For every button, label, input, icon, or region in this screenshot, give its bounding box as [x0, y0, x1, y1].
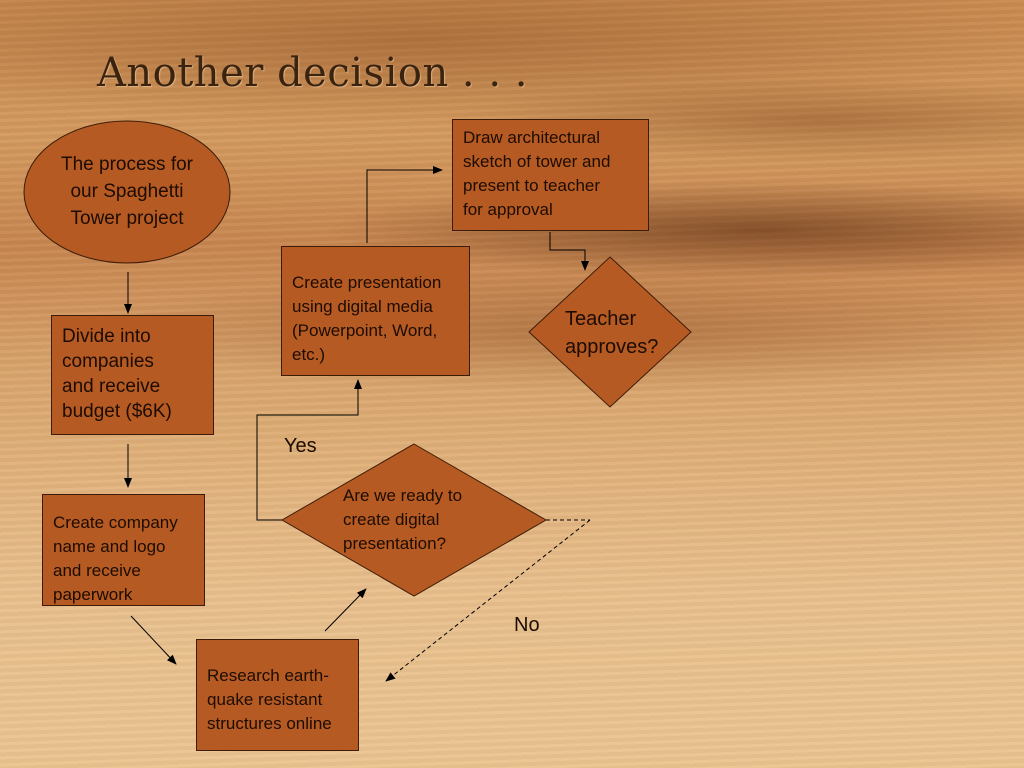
arrow-yes-to-presentation [256, 379, 362, 521]
arrow-presentation-to-sketch [366, 166, 443, 243]
yes-edge-label: Yes [284, 435, 317, 457]
approve-decision-diamond [528, 256, 692, 408]
architectural-sketch-box: Draw architectural sketch of tower and p… [452, 119, 649, 231]
arrow-company-to-research [130, 615, 177, 665]
ready-decision-diamond [280, 443, 548, 597]
no-edge-label: No [514, 614, 540, 636]
slide-title: Another decision . . . [97, 50, 528, 96]
arrow-no-dashed-to-research [385, 519, 591, 682]
create-presentation-box: Create presentation using digital media … [281, 246, 470, 376]
research-box: Research earth- quake resistant structur… [196, 639, 359, 751]
approve-decision-label: Teacher approves? [565, 308, 659, 358]
arrow-research-to-decision [324, 588, 367, 632]
ready-decision-label: Are we ready to create digital presentat… [343, 486, 463, 553]
create-company-box: Create company name and logo and receive… [42, 494, 205, 606]
divide-companies-box: Divide into companies and receive budget… [51, 315, 214, 435]
start-oval [23, 120, 231, 264]
arrow-sketch-to-approve [549, 232, 589, 271]
start-node-label: The process for our Spaghetti Tower proj… [61, 154, 193, 229]
